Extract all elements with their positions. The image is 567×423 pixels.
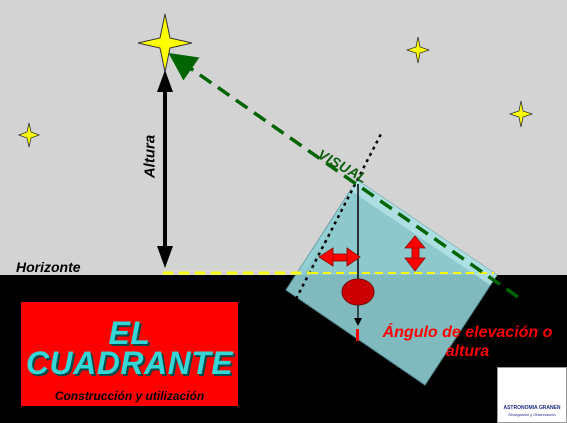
altitude-label: Altura	[141, 134, 159, 179]
reference-line	[278, 131, 384, 331]
plumb-bob	[341, 278, 375, 306]
altitude-arrow	[157, 70, 173, 268]
angle-marker	[356, 329, 359, 341]
title-line-1: EL	[108, 315, 151, 351]
logo-subtitle: Divulgación y Observación	[508, 412, 556, 417]
horizon-label: Horizonte	[16, 259, 81, 275]
elevation-angle-label: Ángulo de elevación o altura	[382, 324, 553, 360]
sight-line	[168, 52, 520, 299]
title-line-2: CUADRANTE	[25, 345, 234, 381]
subtitle: Construcción y utilización	[54, 389, 205, 403]
small-star-icon	[405, 36, 431, 64]
plumb-tip	[354, 318, 362, 326]
vertical-red-arrow	[404, 235, 426, 272]
logo-name: ASTRONOMIA GRANEN	[503, 405, 561, 411]
title-box: EL CUADRANTE Construcción y utilización	[21, 302, 238, 406]
horizontal-red-arrow	[318, 247, 361, 267]
logo: ASTRONOMIA GRANEN Divulgación y Observac…	[497, 367, 567, 423]
small-star-icon	[508, 100, 534, 128]
small-star-icon	[17, 122, 41, 148]
